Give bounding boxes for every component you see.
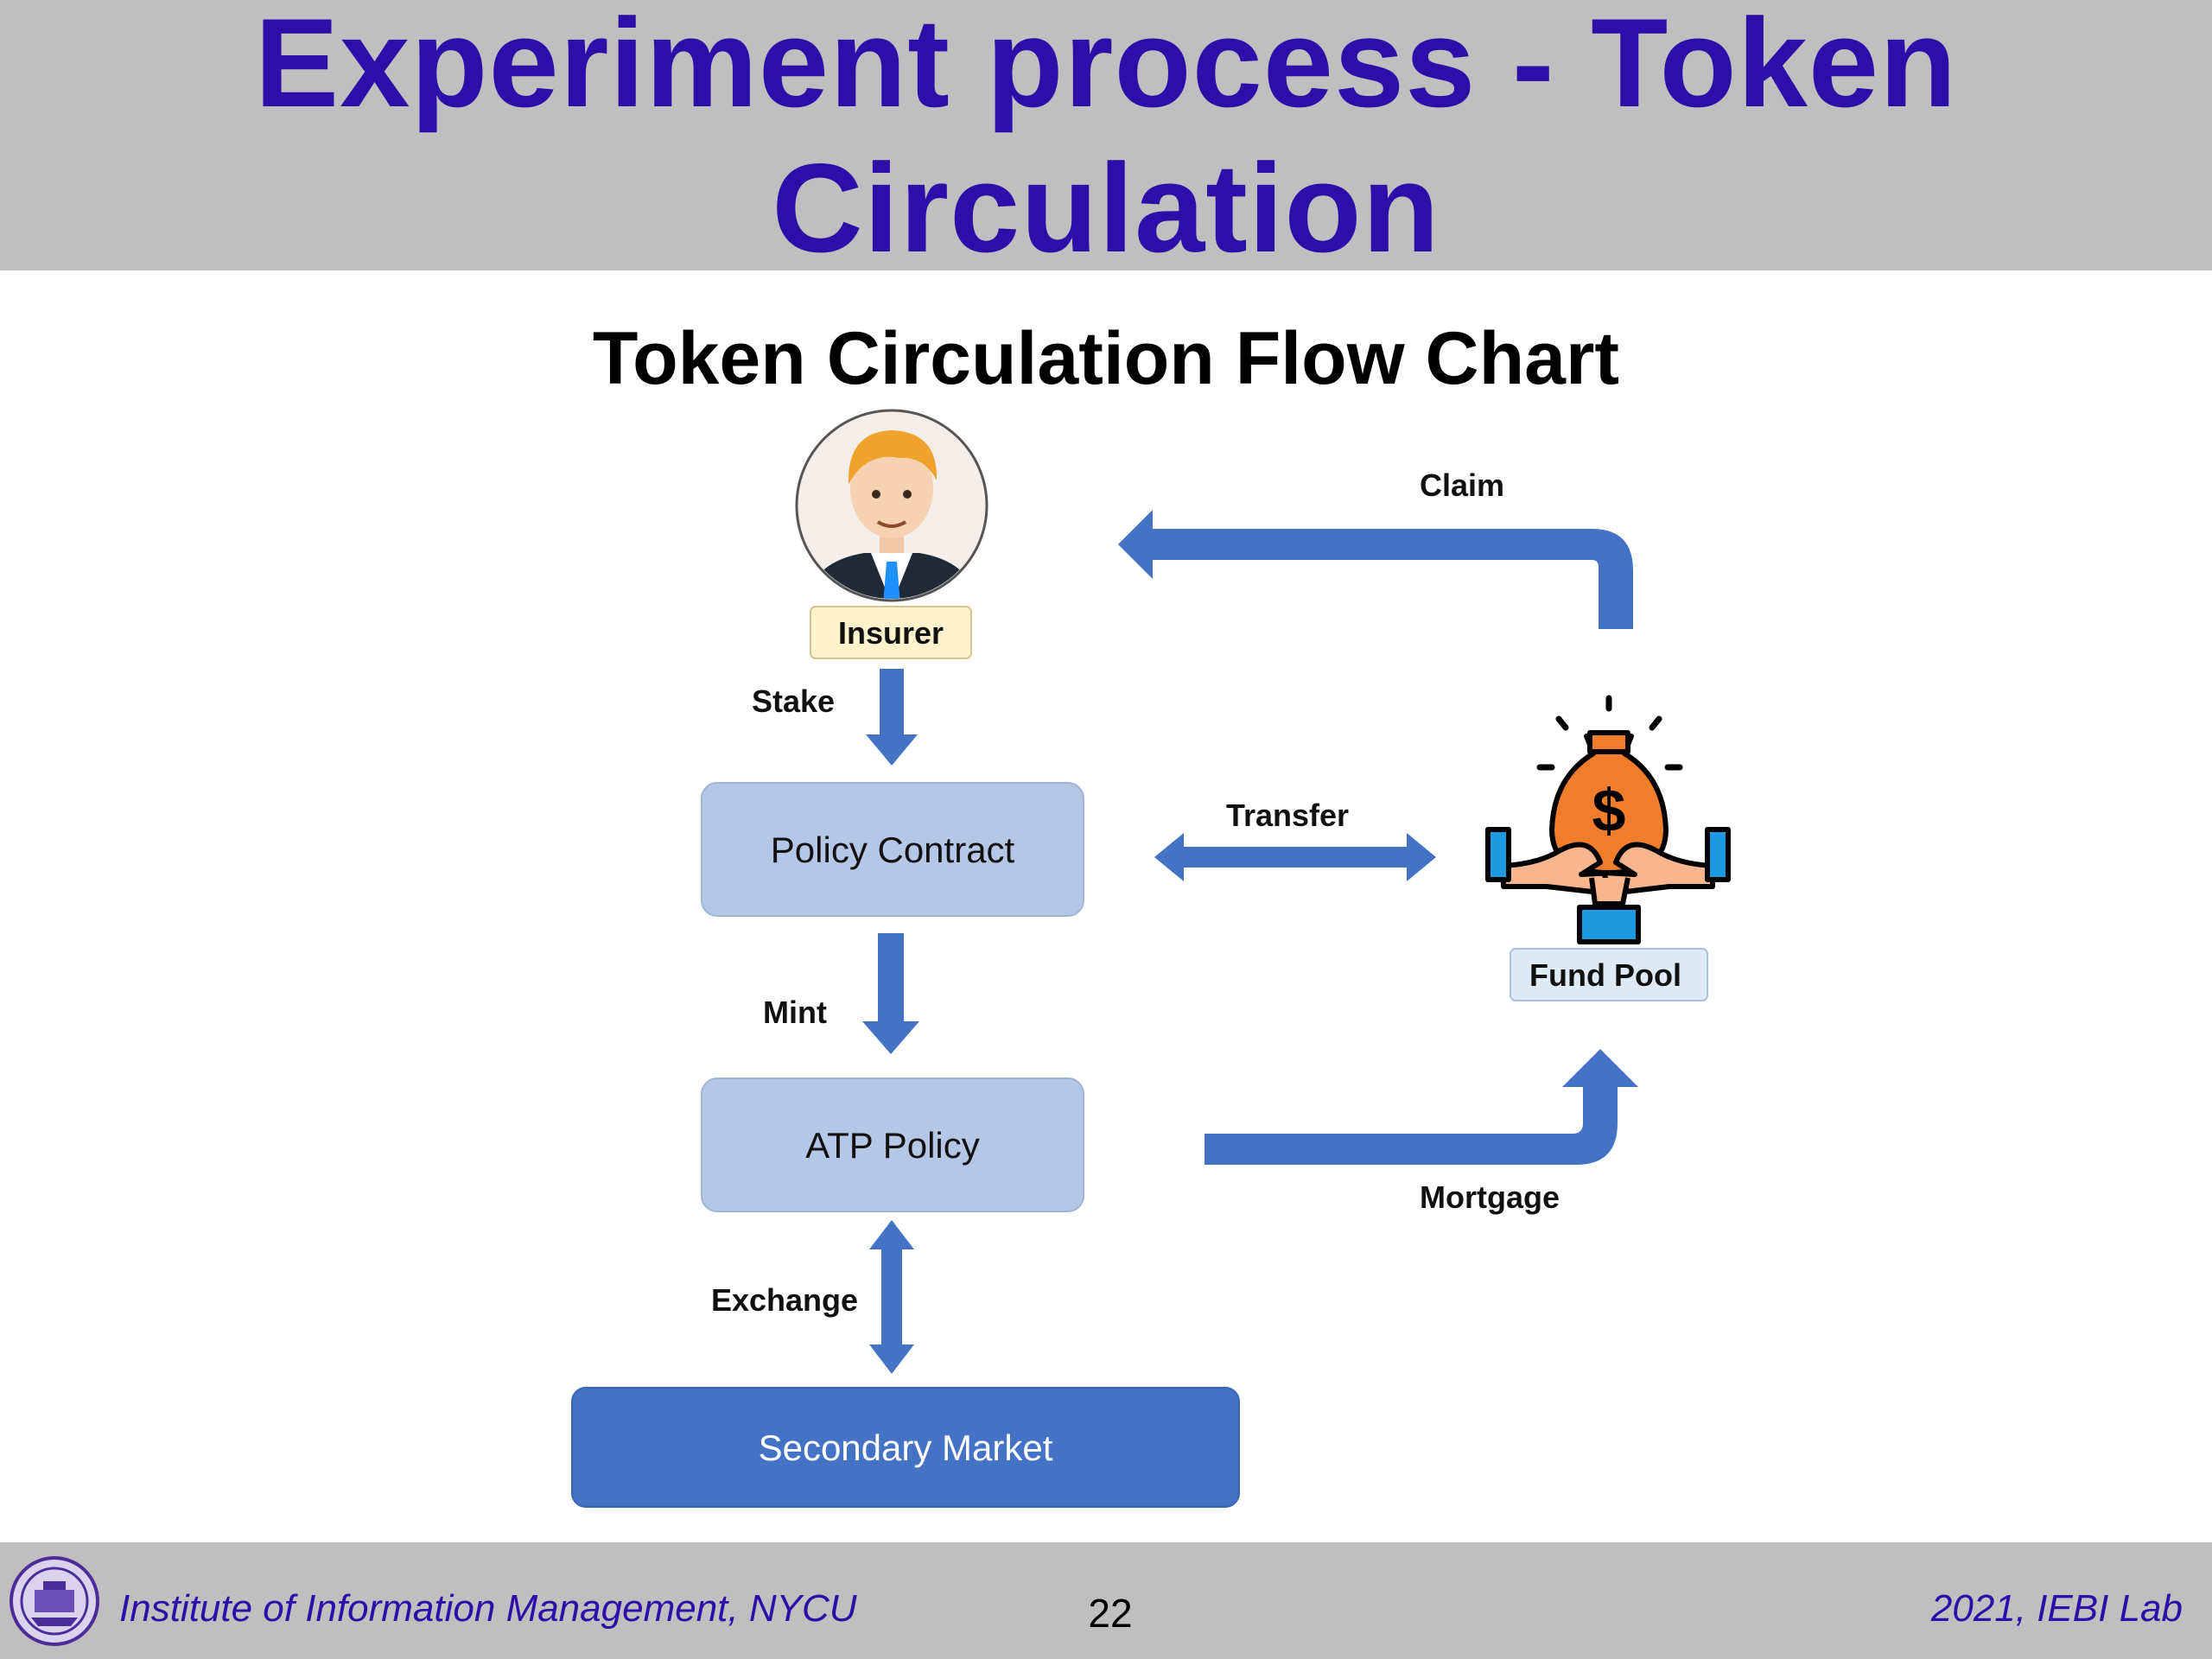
diagram-title: Token Circulation Flow Chart bbox=[592, 317, 1620, 400]
atp-policy-box bbox=[701, 1077, 1084, 1212]
stake-arrow bbox=[866, 669, 918, 766]
fund-pool-label-box bbox=[1510, 948, 1708, 1001]
secondary-market-label: Secondary Market bbox=[759, 1427, 1053, 1468]
slide-title: Experiment process - Token Circulation bbox=[0, 0, 2212, 278]
footer-band bbox=[0, 1542, 2212, 1659]
money-bag-in-hands-icon: $ bbox=[1485, 695, 1731, 944]
policy-contract-label: Policy Contract bbox=[771, 830, 1015, 870]
footer-lab: 2021, IEBI Lab bbox=[1930, 1587, 2183, 1630]
title-band bbox=[0, 0, 2212, 270]
businessman-avatar-icon bbox=[795, 409, 988, 602]
insurer-label-box bbox=[810, 606, 972, 659]
slide-title-line-2: Circulation bbox=[772, 137, 1440, 278]
slide-title-line-1: Experiment process - Token bbox=[254, 0, 1958, 133]
insurer-label: Insurer bbox=[838, 615, 944, 651]
page-number: 22 bbox=[1088, 1591, 1133, 1636]
svg-text:$: $ bbox=[1592, 777, 1626, 844]
claim-label: Claim bbox=[1420, 467, 1504, 503]
fund-pool-label: Fund Pool bbox=[1529, 957, 1681, 993]
mint-label: Mint bbox=[763, 995, 827, 1030]
footer-institute: Institute of Information Management, NYC… bbox=[119, 1587, 857, 1630]
claim-arrow bbox=[1118, 510, 1633, 629]
transfer-arrow bbox=[1154, 833, 1436, 881]
policy-contract-box bbox=[701, 782, 1084, 917]
mint-arrow bbox=[862, 933, 919, 1054]
exchange-label: Exchange bbox=[711, 1282, 858, 1318]
secondary-market-box bbox=[571, 1387, 1240, 1508]
atp-policy-label: ATP Policy bbox=[805, 1125, 980, 1166]
mortgage-label: Mortgage bbox=[1420, 1179, 1560, 1215]
transfer-label: Transfer bbox=[1226, 798, 1349, 833]
university-seal-icon bbox=[10, 1556, 99, 1646]
exchange-arrow bbox=[869, 1220, 914, 1374]
stake-label: Stake bbox=[752, 683, 835, 719]
mortgage-arrow bbox=[1205, 1049, 1638, 1165]
